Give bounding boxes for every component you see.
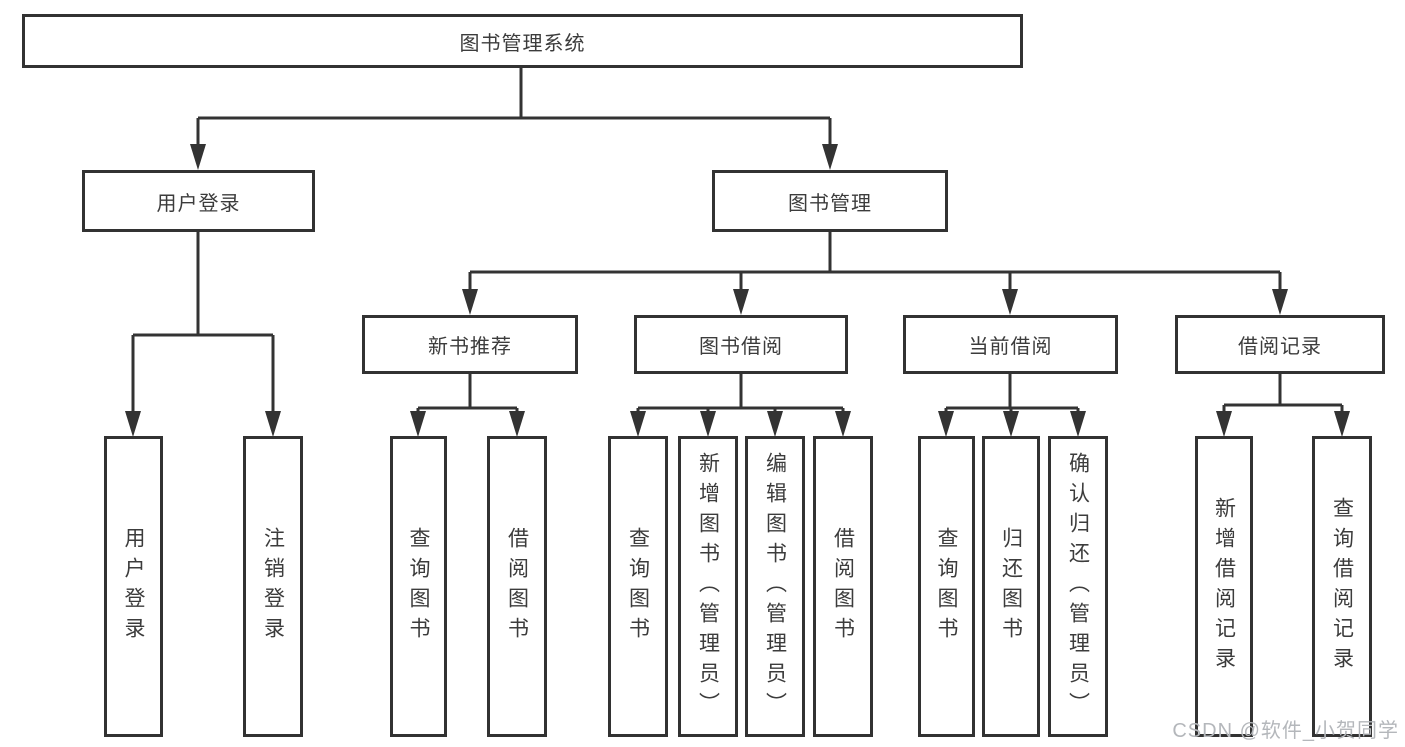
- leaf-query-borrow-record: 查询借阅记录: [1312, 436, 1372, 737]
- leaf-label: 新增借阅记录: [1212, 496, 1236, 677]
- leaf-label: 借阅图书: [831, 526, 855, 647]
- leaf-borrow-books-recommend: 借阅图书: [487, 436, 547, 737]
- leaf-logout: 注销登录: [243, 436, 303, 737]
- leaf-query-books-current: 查询图书: [918, 436, 975, 737]
- node-user-login: 用户登录: [82, 170, 315, 232]
- leaf-borrow-books-borrow: 借阅图书: [813, 436, 873, 737]
- leaf-add-book-admin: 新增图书（管理员）: [678, 436, 738, 737]
- node-book-borrow: 图书借阅: [634, 315, 848, 374]
- node-label: 新书推荐: [428, 336, 512, 358]
- node-label: 借阅记录: [1238, 336, 1322, 358]
- node-book-management: 图书管理: [712, 170, 948, 232]
- leaf-edit-book-admin: 编辑图书（管理员）: [745, 436, 805, 737]
- leaf-return-books: 归还图书: [982, 436, 1040, 737]
- node-label: 图书管理系统: [459, 32, 586, 55]
- node-label: 图书借阅: [699, 336, 783, 358]
- leaf-label: 查询图书: [407, 526, 430, 647]
- leaf-confirm-return-admin: 确认归还（管理员）: [1048, 436, 1108, 737]
- leaf-label: 新增图书（管理员）: [696, 451, 720, 722]
- leaf-label: 确认归还（管理员）: [1066, 451, 1090, 722]
- leaf-label: 编辑图书（管理员）: [763, 451, 787, 722]
- node-current-borrow: 当前借阅: [903, 315, 1118, 374]
- leaf-user-login: 用户登录: [104, 436, 163, 737]
- leaf-label: 注销登录: [261, 526, 285, 647]
- node-label: 当前借阅: [968, 336, 1053, 358]
- leaf-label: 查询图书: [935, 526, 958, 647]
- leaf-label: 查询借阅记录: [1330, 496, 1354, 677]
- node-new-book-recommend: 新书推荐: [362, 315, 578, 374]
- node-label: 图书管理: [788, 192, 872, 215]
- leaf-label: 查询图书: [626, 526, 650, 647]
- node-borrow-record: 借阅记录: [1175, 315, 1385, 374]
- leaf-label: 用户登录: [122, 526, 145, 647]
- leaf-query-books-recommend: 查询图书: [390, 436, 447, 737]
- leaf-label: 借阅图书: [505, 526, 529, 647]
- node-library-system: 图书管理系统: [22, 14, 1023, 68]
- node-label: 用户登录: [156, 192, 241, 215]
- leaf-label: 归还图书: [999, 526, 1023, 647]
- leaf-query-books-borrow: 查询图书: [608, 436, 668, 737]
- leaf-add-borrow-record: 新增借阅记录: [1195, 436, 1253, 737]
